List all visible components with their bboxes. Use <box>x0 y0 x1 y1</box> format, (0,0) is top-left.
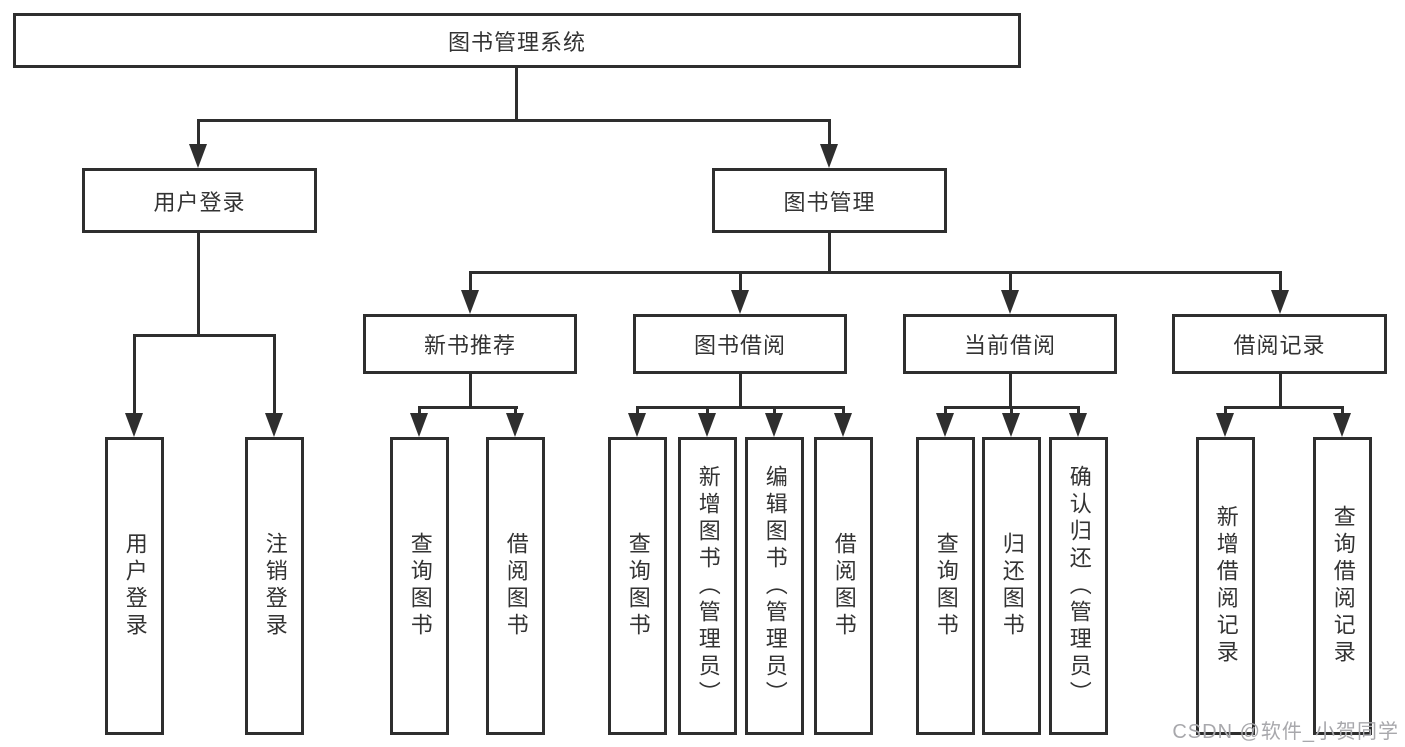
arrow-down-icon <box>1271 290 1289 314</box>
node-leaf-bb-add-book: 新增图书（管理员） <box>678 437 737 735</box>
connector-line <box>944 408 947 416</box>
node-leaf-rec-query-book-label: 查询图书 <box>407 532 433 640</box>
node-leaf-user-login: 用户登录 <box>105 437 164 735</box>
connector-line <box>1009 273 1012 293</box>
connector-line <box>1010 408 1013 416</box>
node-current-borrowing-label: 当前借阅 <box>963 333 1056 358</box>
connector-line <box>1224 406 1344 409</box>
node-leaf-cb-return-book: 归还图书 <box>982 437 1041 735</box>
connector-line <box>828 231 831 274</box>
connector-line <box>197 119 831 122</box>
connector-line <box>515 66 518 121</box>
node-leaf-bb-query-book-label: 查询图书 <box>625 532 651 640</box>
node-book-borrowing-label: 图书借阅 <box>693 333 786 358</box>
arrow-down-icon <box>1216 413 1234 437</box>
arrow-down-icon <box>410 413 428 437</box>
arrow-down-icon <box>731 290 749 314</box>
arrow-down-icon <box>1333 413 1351 437</box>
node-leaf-cb-confirm-return-label: 确认归还（管理员） <box>1066 464 1092 708</box>
arrow-down-icon <box>936 413 954 437</box>
arrow-down-icon <box>1001 290 1019 314</box>
node-leaf-bb-borrow-book-label: 借阅图书 <box>831 532 857 640</box>
connector-line <box>418 408 421 416</box>
connector-line <box>773 408 776 416</box>
arrow-down-icon <box>1002 413 1020 437</box>
node-root-label: 图书管理系统 <box>447 29 586 55</box>
connector-line <box>469 271 1282 274</box>
connector-line <box>1224 408 1227 416</box>
node-leaf-br-add-record-label: 新增借阅记录 <box>1213 505 1239 667</box>
node-leaf-bb-edit-book-label: 编辑图书（管理员） <box>762 464 788 708</box>
node-new-book-recommendation-label: 新书推荐 <box>423 333 516 358</box>
arrow-down-icon <box>506 413 524 437</box>
arrow-down-icon <box>834 413 852 437</box>
connector-line <box>273 336 276 416</box>
node-book-management: 图书管理 <box>712 168 947 233</box>
arrow-down-icon <box>461 290 479 314</box>
node-leaf-br-query-record-label: 查询借阅记录 <box>1330 505 1356 667</box>
connector-line <box>944 406 1080 409</box>
arrow-down-icon <box>189 144 207 168</box>
node-borrowing-records-label: 借阅记录 <box>1233 333 1326 358</box>
node-leaf-cb-return-book-label: 归还图书 <box>999 532 1025 640</box>
node-user-login: 用户登录 <box>82 168 317 233</box>
node-leaf-user-login-label: 用户登录 <box>122 532 148 640</box>
node-leaf-logout: 注销登录 <box>245 437 304 735</box>
connector-line <box>418 406 518 409</box>
connector-line <box>842 408 845 416</box>
node-book-borrowing: 图书借阅 <box>633 314 847 374</box>
arrow-down-icon <box>628 413 646 437</box>
arrow-down-icon <box>820 144 838 168</box>
arrow-down-icon <box>265 413 283 437</box>
node-leaf-rec-borrow-book-label: 借阅图书 <box>503 532 529 640</box>
connector-line <box>197 121 200 147</box>
node-leaf-br-add-record: 新增借阅记录 <box>1196 437 1255 735</box>
connector-line <box>469 273 472 293</box>
node-leaf-bb-borrow-book: 借阅图书 <box>814 437 873 735</box>
connector-line <box>514 408 517 416</box>
arrow-down-icon <box>698 413 716 437</box>
node-current-borrowing: 当前借阅 <box>903 314 1117 374</box>
connector-line <box>1341 408 1344 416</box>
node-leaf-cb-query-book-label: 查询图书 <box>933 532 959 640</box>
node-user-login-label: 用户登录 <box>153 189 246 215</box>
node-leaf-rec-query-book: 查询图书 <box>390 437 449 735</box>
connector-line <box>1077 408 1080 416</box>
node-leaf-bb-add-book-label: 新增图书（管理员） <box>695 464 721 708</box>
connector-line <box>828 121 831 147</box>
connector-line <box>739 273 742 293</box>
node-leaf-cb-confirm-return: 确认归还（管理员） <box>1049 437 1108 735</box>
csdn-watermark: CSDN @软件_小贺同学 <box>1172 721 1399 743</box>
node-book-management-label: 图书管理 <box>783 189 876 215</box>
connector-line <box>1009 372 1012 409</box>
node-leaf-bb-edit-book: 编辑图书（管理员） <box>745 437 804 735</box>
node-borrowing-records: 借阅记录 <box>1172 314 1387 374</box>
connector-line <box>197 231 200 337</box>
arrow-down-icon <box>765 413 783 437</box>
connector-line <box>133 334 276 337</box>
connector-line <box>133 336 136 416</box>
node-leaf-logout-label: 注销登录 <box>262 532 288 640</box>
node-leaf-bb-query-book: 查询图书 <box>608 437 667 735</box>
connector-line <box>636 406 845 409</box>
connector-line <box>1279 372 1282 409</box>
connector-line <box>636 408 639 416</box>
node-leaf-rec-borrow-book: 借阅图书 <box>486 437 545 735</box>
node-root: 图书管理系统 <box>13 13 1021 68</box>
arrow-down-icon <box>125 413 143 437</box>
arrow-down-icon <box>1069 413 1087 437</box>
node-leaf-br-query-record: 查询借阅记录 <box>1313 437 1372 735</box>
connector-line <box>469 372 472 409</box>
node-leaf-cb-query-book: 查询图书 <box>916 437 975 735</box>
node-new-book-recommendation: 新书推荐 <box>363 314 577 374</box>
connector-line <box>706 408 709 416</box>
connector-line <box>1279 273 1282 293</box>
connector-line <box>739 372 742 409</box>
